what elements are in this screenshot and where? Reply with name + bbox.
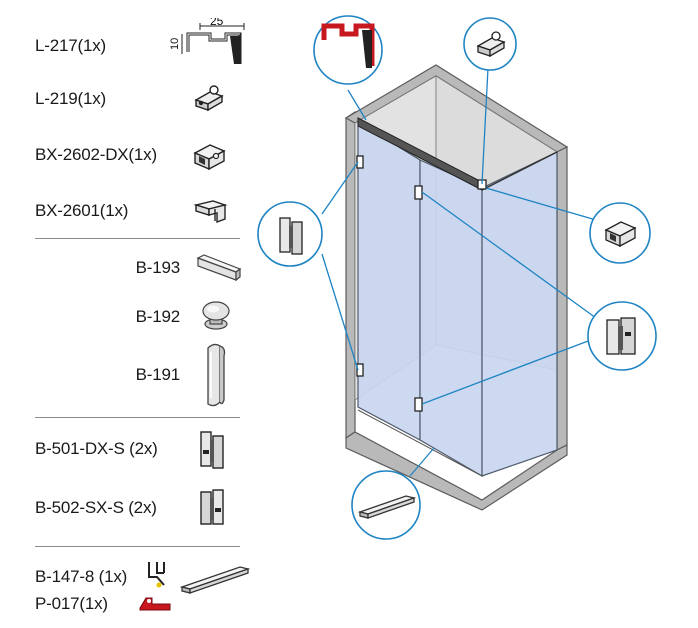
callout-clamp-icon <box>476 31 506 58</box>
part-label-b191: B-191 <box>135 365 181 384</box>
b502-hinge-icon <box>197 486 229 530</box>
bx2602-clip-icon <box>192 141 228 171</box>
part-label-b502: B-502-SX-S (2x) <box>35 498 157 517</box>
l217-profile-icon: 25 10 <box>168 18 250 66</box>
hinge-bottom-middle <box>414 397 423 412</box>
callout-hinge-left <box>257 201 323 267</box>
glass-side-panel <box>481 151 558 477</box>
hinge-top-middle <box>414 185 423 200</box>
part-label-p017: P-017(1x) <box>35 594 108 613</box>
callout-seal <box>351 470 421 540</box>
separator-1 <box>35 238 240 239</box>
part-label-bx2601: BX-2601(1x) <box>35 201 129 220</box>
hinge-bottom-left <box>356 363 364 377</box>
top-profile-bar <box>357 117 483 191</box>
callout-profile <box>313 15 383 85</box>
part-label-bx2602: BX-2602-DX(1x) <box>35 145 157 164</box>
p017-foot-icon <box>138 594 172 614</box>
part-label-l217: L-217(1x) <box>35 36 106 55</box>
callout-hinge-right <box>587 301 657 371</box>
dim-width-label: 25 <box>210 18 224 28</box>
b147-seal-icon <box>144 559 170 589</box>
part-label-b192: B-192 <box>135 307 181 326</box>
separator-2 <box>35 417 240 418</box>
separator-3 <box>35 546 240 547</box>
shower-frame <box>344 64 569 511</box>
l219-clamp-icon <box>192 84 226 112</box>
callout-hinge-left-icon <box>279 217 303 255</box>
dim-height-label: 10 <box>169 38 181 50</box>
hinge-top-left <box>356 155 364 169</box>
glass-panels <box>357 120 558 478</box>
back-wall-right <box>435 75 558 371</box>
callout-hinge-right-icon <box>606 317 636 355</box>
bx2601-clip-icon <box>193 197 229 225</box>
b191-handle-icon <box>200 342 230 410</box>
glass-fixed-panel <box>419 159 483 478</box>
callout-clip <box>589 202 651 264</box>
b147-strip-icon <box>178 561 252 595</box>
glass-door-panel <box>357 120 421 441</box>
b192-knob-icon <box>198 298 234 334</box>
part-label-b193: B-193 <box>135 258 181 277</box>
b501-hinge-icon <box>197 428 229 472</box>
back-wall-left <box>354 75 437 401</box>
b193-strip-icon <box>196 252 242 284</box>
callout-clamp <box>463 17 517 71</box>
callout-profile-icon <box>321 23 375 68</box>
part-label-b501: B-501-DX-S (2x) <box>35 439 158 458</box>
callout-clip-icon <box>604 221 637 248</box>
part-label-b147: B-147-8 (1x) <box>35 567 128 586</box>
callout-seal-icon <box>357 495 417 519</box>
part-label-l219: L-219(1x) <box>35 89 106 108</box>
clip-corner <box>477 179 487 190</box>
